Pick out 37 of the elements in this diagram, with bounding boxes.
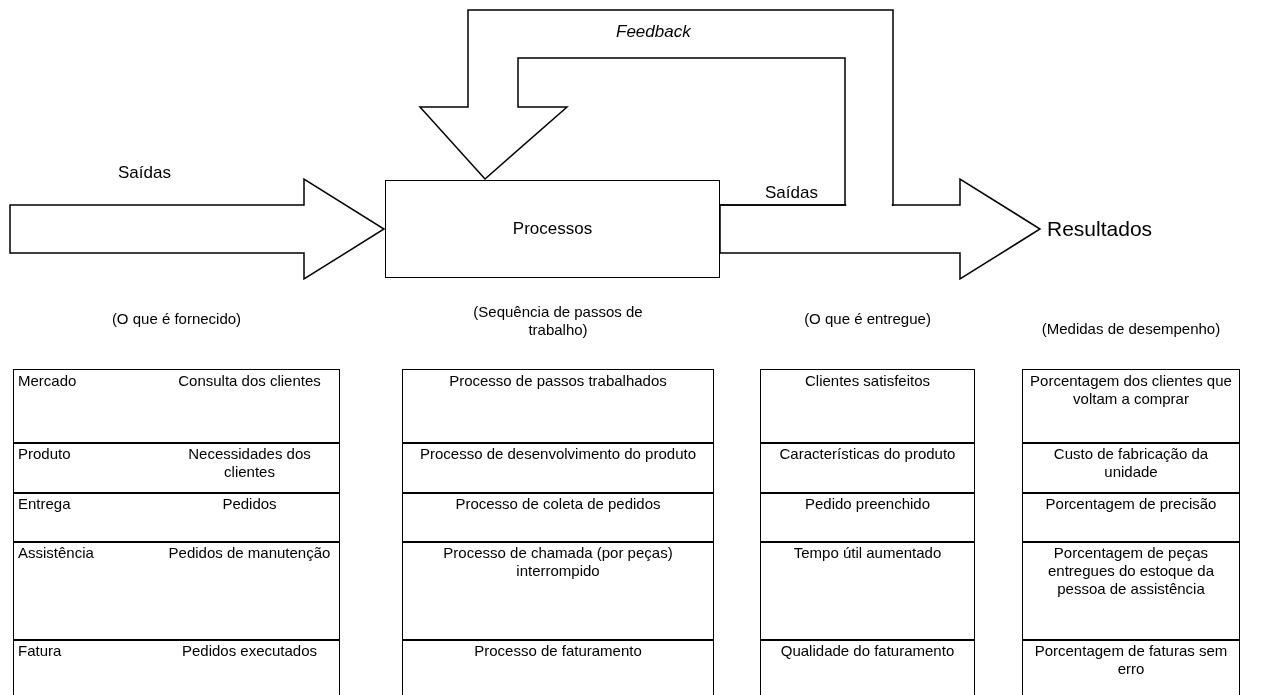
- table-cell: Necessidades dos clientes: [160, 442, 340, 494]
- table-cell: Processo de chamada (por peças) interrompido: [402, 541, 714, 641]
- table-cell: Fatura: [13, 639, 160, 695]
- edge-label: Saídas: [765, 183, 818, 203]
- column-caption: (Medidas de desempenho): [1040, 320, 1222, 338]
- table-cell: Produto: [13, 442, 160, 494]
- table-cell: Processo de passos trabalhados: [402, 369, 714, 444]
- column-caption: (O que é fornecido): [110, 310, 243, 328]
- block-arrow: [9, 177, 386, 281]
- table-cell: Processo de faturamento: [402, 639, 714, 695]
- block-arrow: [719, 177, 1042, 281]
- edge-label: Saídas: [118, 163, 171, 183]
- table-cell: Consulta dos clientes: [160, 369, 340, 444]
- result-text: Resultados: [1041, 205, 1216, 253]
- table-cell: Pedido preenchido: [760, 492, 975, 543]
- table-cell: Entrega: [13, 492, 160, 543]
- column-caption: (Sequência de passos de trabalho): [472, 303, 644, 339]
- table-cell: Assistência: [13, 541, 160, 641]
- table-cell: Mercado: [13, 369, 160, 444]
- table-cell: Porcentagem dos clientes que voltam a comprar: [1022, 369, 1240, 444]
- edge-label: Feedback: [616, 22, 691, 42]
- table-cell: Porcentagem de faturas sem erro: [1022, 639, 1240, 695]
- table-cell: Pedidos: [160, 492, 340, 543]
- table-cell: Porcentagem de peças entregues do estoque da pessoa de assistência: [1022, 541, 1240, 641]
- table-cell: Processo de coleta de pedidos: [402, 492, 714, 543]
- table-cell: Processo de desenvolvimento do produto: [402, 442, 714, 494]
- table-cell: Clientes satisfeitos: [760, 369, 975, 444]
- column-caption: (O que é entregue): [803, 310, 932, 328]
- table-cell: Qualidade do faturamento: [760, 639, 975, 695]
- table-cell: Custo de fabricação da unidade: [1022, 442, 1240, 494]
- table-cell: Tempo útil aumentado: [760, 541, 975, 641]
- table-cell: Características do produto: [760, 442, 975, 494]
- process-box: Processos: [385, 180, 720, 278]
- table-cell: Pedidos de manutenção: [160, 541, 340, 641]
- table-cell: Porcentagem de precisão: [1022, 492, 1240, 543]
- block-arrow: [418, 9, 894, 206]
- table-cell: Pedidos executados: [160, 639, 340, 695]
